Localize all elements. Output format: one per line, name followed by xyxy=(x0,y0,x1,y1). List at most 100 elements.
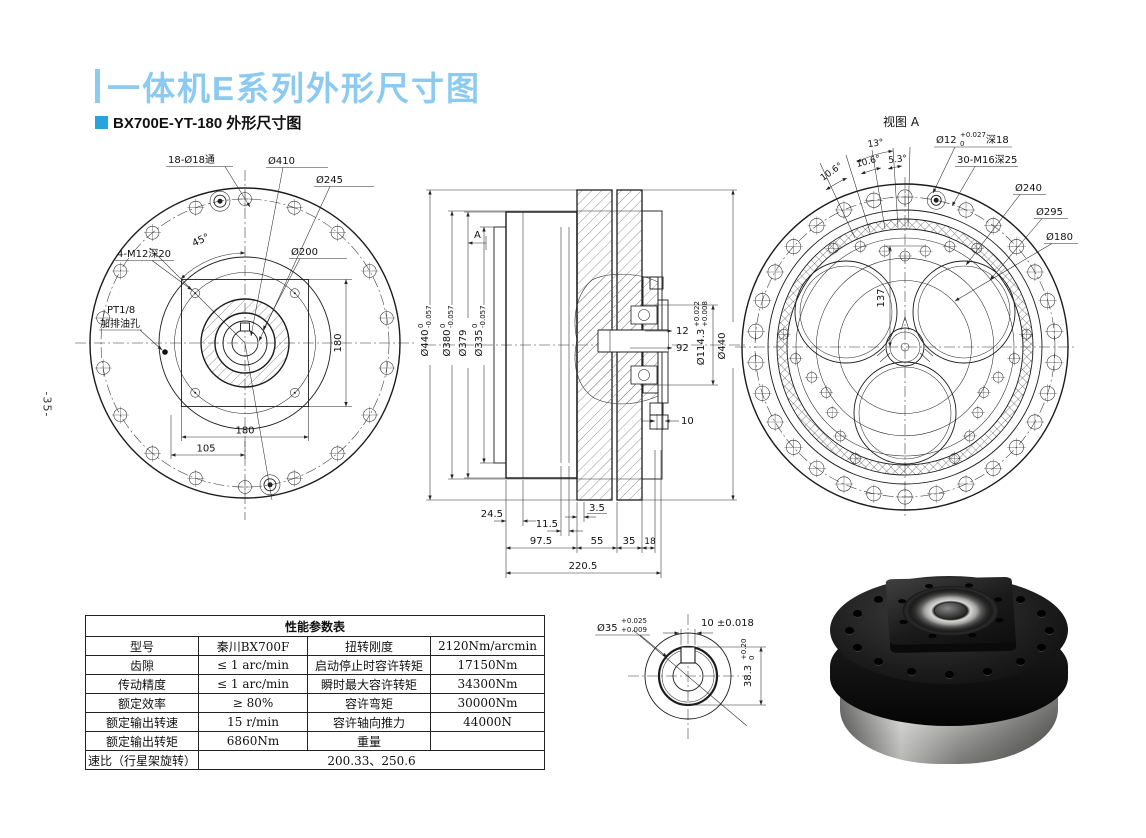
photo-plate-bolt xyxy=(899,619,908,625)
table-cell: ≥ 80% xyxy=(198,693,309,713)
dim-d35: Ø35 xyxy=(597,622,618,634)
table-row: 额定效率 ≥ 80% 容许弯矩 30000Nm xyxy=(84,693,546,713)
callout-18-holes: 18-Ø18通 xyxy=(168,154,215,166)
dim-d335-tol-bot: -0.057 xyxy=(479,305,487,328)
photo-flange-hole xyxy=(1037,610,1047,619)
photo-flange-hole xyxy=(1037,643,1047,652)
dim-d35-tol-top: +0.025 xyxy=(621,617,647,625)
table-cell: 齿隙 xyxy=(84,655,200,675)
photo-flange-hole xyxy=(852,643,862,652)
table-cell: 2120Nm/arcmin xyxy=(430,636,546,656)
photo-flange-hole xyxy=(874,658,884,667)
dim-18: 18 xyxy=(644,537,656,547)
photo-flange-hole xyxy=(845,627,854,635)
photo-flange-hole xyxy=(906,667,916,676)
photo-flange-hole xyxy=(1045,627,1054,635)
table-row: 传动精度 ≤ 1 arc/min 瞬时最大容许转矩 34300Nm xyxy=(84,674,546,694)
table-row-ratio: 速比（行星架旋转） 200.33、250.6 xyxy=(84,750,546,770)
dim-d379: Ø379 xyxy=(457,330,469,357)
photo-plate-bolt xyxy=(993,597,1003,602)
table-cell: 型号 xyxy=(84,636,200,656)
table-cell: 瞬时最大容许转矩 xyxy=(307,674,432,694)
dim-keyway-depth-tol-bot: 0 xyxy=(748,656,756,660)
dim-11-5: 11.5 xyxy=(536,519,558,530)
callout-d12-depth: 深18 xyxy=(986,134,1009,146)
photo-flange-hole xyxy=(852,610,862,619)
dim-d114-3-tol-top: +0.022 xyxy=(693,301,701,327)
dim-d380-tol-bot: -0.057 xyxy=(447,305,455,328)
dim-10: 10 xyxy=(681,416,694,427)
dim-180-vertical: 180 xyxy=(333,333,344,352)
callout-d295: Ø295 xyxy=(1036,206,1063,218)
dim-keyway-depth: 38.3 xyxy=(743,665,754,687)
subtitle-bullet-icon xyxy=(95,116,108,129)
callout-d12: Ø12 xyxy=(936,134,957,146)
spec-table: 性能参数表 型号 秦川BX700F 扭转刚度 2120Nm/arcmin 齿隙 … xyxy=(84,615,546,770)
front-view: 180 180 105 45° 18-Ø18通 Ø410 Ø245 Ø200 xyxy=(75,154,415,520)
table-cell: 44000N xyxy=(430,712,546,732)
callout-oil-line2: 加排油孔 xyxy=(100,317,140,330)
table-row: 型号 秦川BX700F 扭转刚度 2120Nm/arcmin xyxy=(84,636,546,656)
callout-d180: Ø180 xyxy=(1046,231,1073,243)
table-cell: 200.33、250.6 xyxy=(198,750,546,770)
photo-flange-hole xyxy=(1015,595,1025,604)
table-cell: ≤ 1 arc/min xyxy=(198,674,309,694)
table-cell: 6860Nm xyxy=(198,731,309,751)
view-a-title: 视图 A xyxy=(883,114,920,129)
table-cell: 重量 xyxy=(307,731,432,751)
dim-180-horizontal: 180 xyxy=(235,426,254,437)
table-cell xyxy=(430,731,546,751)
callout-d240: Ø240 xyxy=(1015,182,1042,194)
dim-d440-right: Ø440 xyxy=(716,333,728,360)
product-photo xyxy=(826,572,1070,772)
dim-35: 35 xyxy=(623,536,636,547)
photo-flange-hole xyxy=(1015,658,1025,667)
table-cell: 额定输出转速 xyxy=(84,712,200,732)
dim-105: 105 xyxy=(196,444,215,455)
dim-97-5: 97.5 xyxy=(530,536,552,547)
dim-24-5: 24.5 xyxy=(481,509,503,520)
table-cell: 30000Nm xyxy=(430,693,546,713)
dim-d440-left: Ø440 xyxy=(419,330,431,357)
photo-plate-bolt xyxy=(928,633,937,639)
table-cell: 传动精度 xyxy=(84,674,200,694)
dim-d380: Ø380 xyxy=(441,330,453,357)
callout-d12-tol-top: +0.027 xyxy=(960,131,986,139)
dim-5-3deg: 5.3° xyxy=(888,154,908,166)
title-accent-bar xyxy=(95,69,100,103)
dim-d440-left-tol-top: 0 xyxy=(417,324,425,328)
photo-flange-hole xyxy=(945,671,954,679)
section-arrow-label: A xyxy=(474,230,481,241)
table-cell: 秦川BX700F xyxy=(198,636,309,656)
table-cell: 容许弯矩 xyxy=(307,693,432,713)
dim-d35-tol-bot: +0.009 xyxy=(621,626,647,634)
dim-keyway-width: 10 ±0.018 xyxy=(701,618,754,629)
view-a-holes xyxy=(746,187,1064,507)
table-title: 性能参数表 xyxy=(84,615,546,637)
dim-d380-tol-top: 0 xyxy=(439,324,447,328)
dim-keyway-depth-tol-top: +0.20 xyxy=(740,639,748,660)
dim-220-5: 220.5 xyxy=(569,561,598,572)
table-cell: 扭转刚度 xyxy=(307,636,432,656)
dim-92: 92 xyxy=(676,343,689,354)
subtitle-row: BX700E-YT-180 外形尺寸图 xyxy=(95,112,301,133)
table-cell: 34300Nm xyxy=(430,674,546,694)
photo-mount-plate xyxy=(885,576,1016,645)
dim-55: 55 xyxy=(591,536,604,547)
table-row: 额定输出转速 15 r/min 容许轴向推力 44000N xyxy=(84,712,546,732)
table-row: 齿隙 ≤ 1 arc/min 启动停止时容许转矩 17150Nm xyxy=(84,655,546,675)
view-a: 137 13° 10.6° 10.6° 5.3° 视图 A Ø12 +0.027… xyxy=(735,114,1078,517)
table-cell: 额定输出转矩 xyxy=(84,731,200,751)
dim-d114-3: Ø114.3 xyxy=(695,329,707,366)
photo-flange-hole xyxy=(983,667,993,676)
dim-d335-tol-top: 0 xyxy=(471,324,479,328)
table-cell: 容许轴向推力 xyxy=(307,712,432,732)
dim-10-6deg-a: 10.6° xyxy=(819,161,845,183)
oil-port-dot xyxy=(162,349,168,355)
photo-flange-hole xyxy=(874,595,884,604)
dim-137: 137 xyxy=(876,288,887,307)
table-cell: 15 r/min xyxy=(198,712,309,732)
m12-holes xyxy=(190,288,300,398)
dim-d114-3-tol-bot: +0.008 xyxy=(701,301,709,327)
